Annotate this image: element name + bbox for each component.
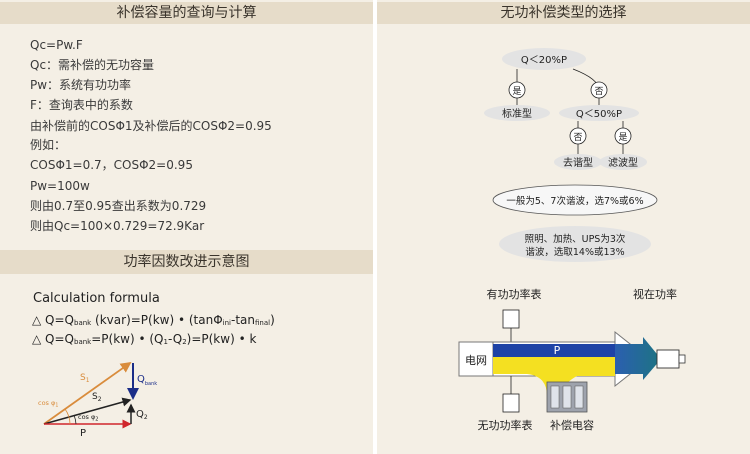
calc-line: 例如： bbox=[30, 138, 67, 152]
motor-shaft bbox=[678, 354, 686, 364]
section-header-pf-diagram: 功率因数改进示意图 bbox=[0, 250, 373, 274]
note-harmonic-3-line1: 照明、加热、UPS为3次 bbox=[525, 233, 626, 245]
branch-lines-1 bbox=[516, 68, 600, 92]
node-yes-2-label: 是 bbox=[618, 132, 627, 143]
capacitor-cell bbox=[550, 385, 560, 409]
cos2-label: cos φ2 bbox=[78, 413, 98, 423]
motor-icon bbox=[656, 349, 680, 369]
p-band bbox=[493, 344, 615, 357]
node-mid bbox=[559, 105, 639, 121]
calc-line: Qc：需补偿的无功容量 bbox=[30, 58, 155, 72]
apparent-power-label: 视在功率 bbox=[633, 287, 677, 301]
s1-vector bbox=[43, 361, 132, 425]
node-filter bbox=[599, 154, 647, 170]
calc-line: Pw=100w bbox=[30, 179, 90, 193]
note-harmonic-5-7 bbox=[492, 184, 658, 216]
node-detune bbox=[554, 154, 602, 170]
note-harmonic-3-line2: 谐波，选取14%或13% bbox=[525, 246, 624, 258]
calc-line: 则由0.7至0.95查出系数为0.729 bbox=[30, 199, 207, 213]
grid-label: 电网 bbox=[465, 354, 487, 367]
active-meter-label: 有功功率表 bbox=[487, 287, 542, 301]
calc-line: 则由Qc=100×0.729=72.9Kar bbox=[30, 219, 205, 233]
note-harmonic-5-7-text: 一般为5、7次谐波，选7%或6% bbox=[506, 195, 643, 207]
section-header-capacity: 补偿容量的查询与计算 bbox=[0, 2, 373, 24]
active-meter-icon bbox=[502, 309, 520, 329]
node-standard bbox=[484, 105, 550, 121]
calc-line: COSΦ1=0.7，COSΦ2=0.95 bbox=[30, 158, 193, 172]
cos1-label: cos φ1 bbox=[38, 399, 58, 409]
q2-label: Q2 bbox=[136, 409, 148, 421]
capacitor-cell bbox=[562, 385, 572, 409]
calc-line: Qc=Pw.F bbox=[30, 38, 83, 52]
reactive-meter-icon bbox=[502, 393, 520, 413]
s2-label: S2 bbox=[92, 392, 102, 403]
node-filter-label: 滤波型 bbox=[608, 156, 638, 169]
power-vector-diagram: S1 S2 Qbank Q2 P cos φ1 cos φ2 bbox=[38, 361, 157, 439]
calc-line: 由补偿前的COSΦ1及补偿后的COSΦ2=0.95 bbox=[30, 119, 272, 133]
formula-2: △ Q=Qbank=P(kw) • (Q1-Q2)=P(kw) • k bbox=[32, 332, 257, 346]
capacitor-label: 补偿电容 bbox=[550, 418, 594, 432]
p-label: P bbox=[80, 428, 86, 439]
p-label: P bbox=[554, 344, 561, 357]
decision-tree: Q＜20%P 是 否 标准型 Q＜50%P 否 是 去谐型 滤波型 bbox=[484, 48, 647, 170]
reactive-meter-label: 无功功率表 bbox=[478, 418, 533, 432]
s1-label: S1 bbox=[80, 373, 90, 384]
branch-lines-2 bbox=[577, 121, 624, 128]
capacitor-cell bbox=[574, 385, 584, 409]
comp-type-diagram: Q＜20%P 是 否 标准型 Q＜50%P 否 是 去谐型 滤波型 一般为5、7… bbox=[458, 48, 686, 432]
compensation-schematic: 有功功率表 视在功率 电网 P 无功功率表 补偿电容 bbox=[458, 287, 686, 432]
formula-1: △ Q=Qbank (kvar)=P(kw) • (tanΦini-tanfin… bbox=[32, 313, 275, 327]
formula-title: Calculation formula bbox=[33, 291, 160, 306]
node-no-2-label: 否 bbox=[573, 132, 582, 143]
node-standard-label: 标准型 bbox=[502, 107, 532, 120]
qbank-label: Qbank bbox=[137, 374, 157, 387]
s-arrow bbox=[615, 337, 661, 380]
node-root-label: Q＜20%P bbox=[521, 55, 567, 66]
angle-arc-1 bbox=[64, 408, 71, 425]
calc-line: F：查询表中的系数 bbox=[30, 98, 133, 112]
node-root bbox=[502, 48, 586, 70]
note-harmonic-3 bbox=[499, 226, 651, 262]
node-no-1-label: 否 bbox=[594, 86, 603, 97]
node-mid-label: Q＜50%P bbox=[576, 109, 622, 120]
section-header-comp-type: 无功补偿类型的选择 bbox=[377, 2, 750, 24]
left-panel bbox=[0, 0, 373, 454]
node-detune-label: 去谐型 bbox=[563, 156, 593, 169]
q-band bbox=[493, 357, 615, 396]
calc-line: Pw：系统有功功率 bbox=[30, 78, 132, 92]
angle-arc-2 bbox=[73, 414, 77, 425]
grid-box bbox=[458, 341, 494, 377]
s2-vector bbox=[43, 397, 132, 425]
node-yes-1-label: 是 bbox=[512, 86, 521, 97]
